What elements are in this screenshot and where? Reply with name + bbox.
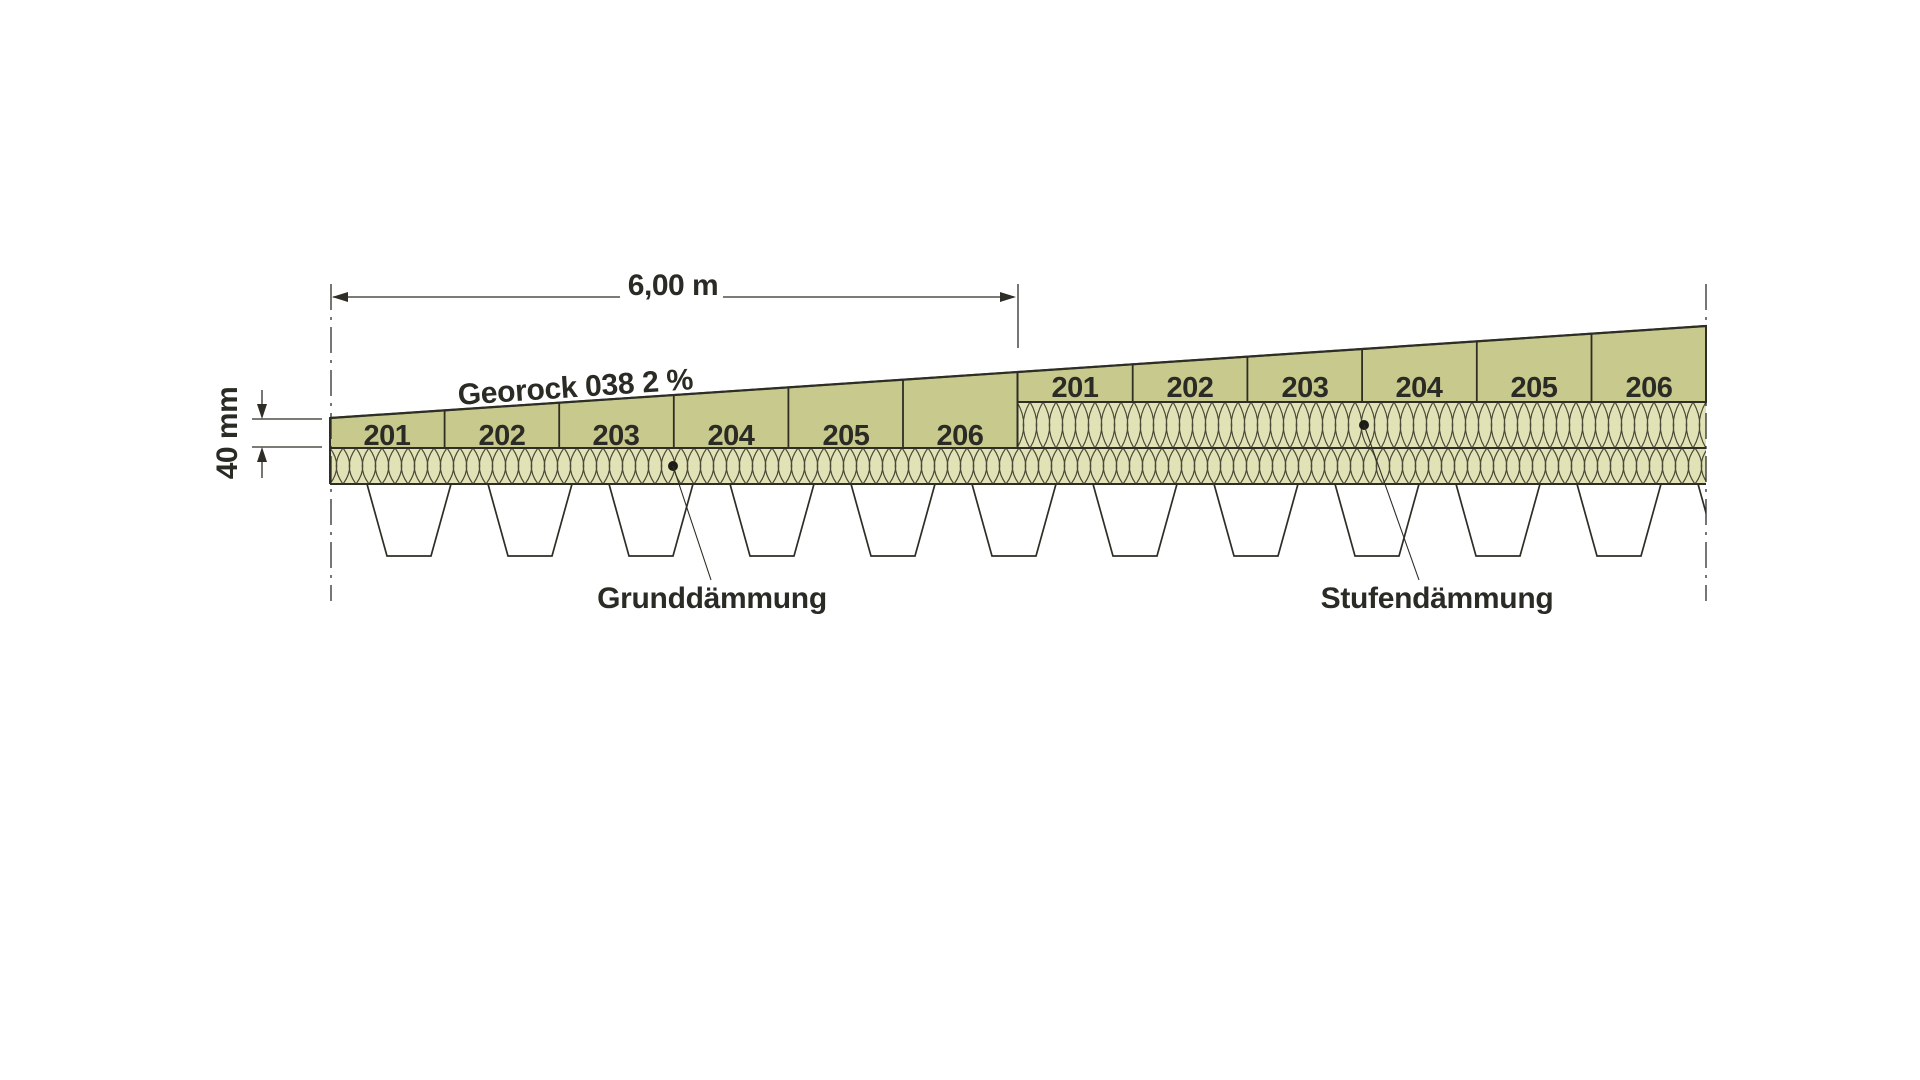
panel-labels-right: 201 202 203 204 205 206: [1052, 372, 1674, 404]
span-dimension-arrow-left: [332, 292, 348, 302]
panel-label: 204: [708, 420, 755, 452]
panel-label: 201: [364, 420, 411, 452]
panel-label: 204: [1396, 372, 1443, 404]
panel-joints-left: [443, 379, 904, 448]
steel-deck-profile: [366, 483, 1706, 557]
thickness-arrow-down: [257, 404, 267, 419]
layer-outlines: [329, 324, 1707, 485]
panel-label: 203: [593, 420, 640, 452]
panel-label: 201: [1052, 372, 1099, 404]
panel-label: 202: [1167, 372, 1214, 404]
span-dimension-label: 6,00 m: [628, 269, 718, 302]
thickness-dimension: 40 mm: [211, 387, 322, 480]
base-insulation-leader-line: [672, 465, 712, 581]
panel-label: 203: [1282, 372, 1329, 404]
panel-labels-left: 201 202 203 204 205 206: [364, 420, 985, 452]
base-insulation-hatch: [330, 448, 1706, 484]
base-insulation-callout: Grunddämmung: [597, 461, 827, 615]
panel-label: 205: [1511, 372, 1558, 404]
panel-joints-right: [1131, 333, 1593, 402]
panel-label: 206: [937, 420, 984, 452]
base-insulation-layer: [330, 448, 1706, 484]
section-boundary-lines: [330, 284, 1707, 601]
step-insulation-callout: Stufendämmung: [1321, 420, 1554, 615]
base-insulation-label: Grunddämmung: [597, 582, 827, 615]
panel-label: 206: [1626, 372, 1673, 404]
span-dimension: 6,00 m: [332, 269, 1019, 348]
step-insulation-label: Stufendämmung: [1321, 582, 1554, 615]
thickness-arrow-up: [257, 447, 267, 462]
span-dimension-arrow-right: [1000, 292, 1016, 302]
panel-label: 202: [479, 420, 526, 452]
step-insulation-leader-line: [1363, 424, 1420, 581]
panel-label: 205: [823, 420, 870, 452]
thickness-dimension-label: 40 mm: [211, 387, 244, 480]
